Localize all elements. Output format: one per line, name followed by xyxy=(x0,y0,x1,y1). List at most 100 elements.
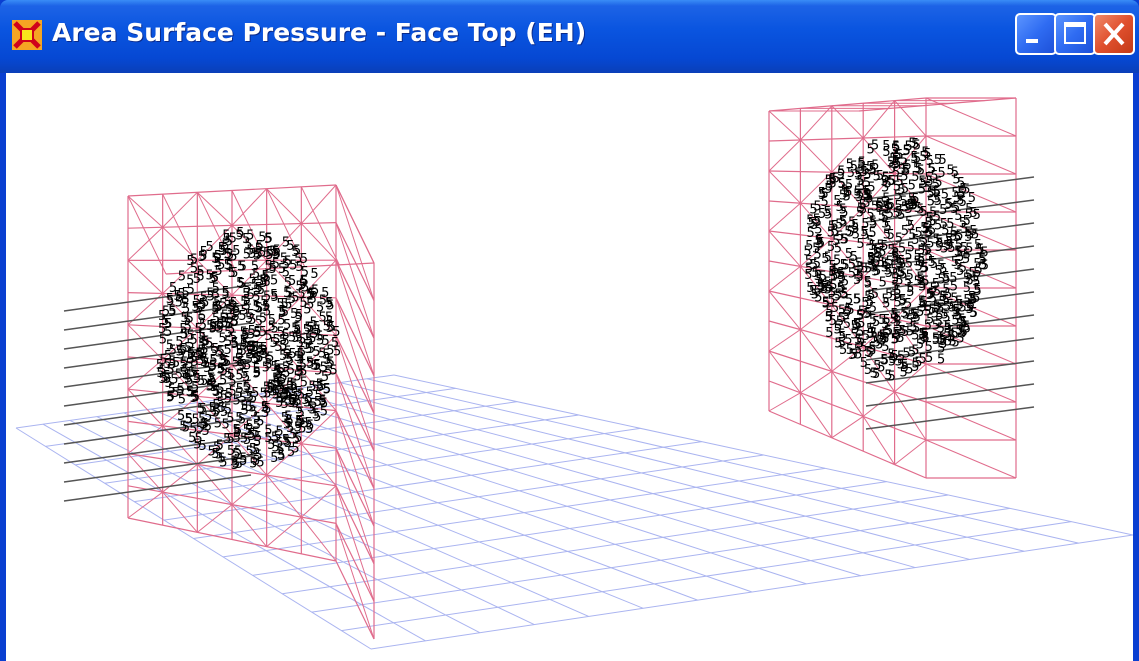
svg-text:5: 5 xyxy=(969,306,977,321)
svg-text:5: 5 xyxy=(245,312,253,327)
svg-text:5: 5 xyxy=(946,238,954,253)
svg-text:5: 5 xyxy=(860,165,868,180)
svg-text:5: 5 xyxy=(190,391,198,406)
svg-text:5: 5 xyxy=(218,332,226,347)
svg-text:5: 5 xyxy=(283,286,291,301)
svg-text:5: 5 xyxy=(304,392,312,407)
svg-text:5: 5 xyxy=(935,233,943,248)
sap-app-icon[interactable] xyxy=(12,20,42,50)
svg-text:5: 5 xyxy=(230,296,238,311)
svg-text:5: 5 xyxy=(306,419,314,434)
svg-text:5: 5 xyxy=(240,333,248,348)
svg-text:5: 5 xyxy=(182,286,190,301)
svg-text:5: 5 xyxy=(166,363,174,378)
svg-text:5: 5 xyxy=(193,272,201,287)
svg-text:5: 5 xyxy=(821,252,829,267)
svg-text:5: 5 xyxy=(887,243,895,258)
svg-text:5: 5 xyxy=(265,248,273,263)
svg-text:5: 5 xyxy=(263,289,271,304)
svg-text:5: 5 xyxy=(209,322,217,337)
svg-text:5: 5 xyxy=(235,457,243,472)
svg-text:5: 5 xyxy=(943,239,951,254)
svg-text:5: 5 xyxy=(225,303,233,318)
svg-text:5: 5 xyxy=(930,257,938,272)
svg-text:5: 5 xyxy=(208,444,216,459)
svg-text:5: 5 xyxy=(284,436,292,451)
svg-text:5: 5 xyxy=(282,328,290,343)
svg-text:5: 5 xyxy=(279,391,287,406)
svg-text:5: 5 xyxy=(898,257,906,272)
svg-text:5: 5 xyxy=(187,385,195,400)
svg-text:5: 5 xyxy=(314,363,322,378)
svg-text:5: 5 xyxy=(303,323,311,338)
title-bar[interactable]: Area Surface Pressure - Face Top (EH) xyxy=(0,0,1139,73)
svg-text:5: 5 xyxy=(934,219,942,234)
minimize-button[interactable] xyxy=(1015,13,1057,55)
svg-text:5: 5 xyxy=(235,229,243,244)
svg-text:5: 5 xyxy=(199,318,207,333)
svg-text:5: 5 xyxy=(866,322,874,337)
svg-text:5: 5 xyxy=(943,327,951,342)
svg-text:5: 5 xyxy=(278,304,286,319)
svg-text:5: 5 xyxy=(308,332,316,347)
svg-text:5: 5 xyxy=(866,234,874,249)
svg-text:5: 5 xyxy=(205,336,213,351)
svg-text:5: 5 xyxy=(824,208,832,223)
svg-text:5: 5 xyxy=(831,263,839,278)
svg-text:5: 5 xyxy=(185,412,193,427)
svg-text:5: 5 xyxy=(827,293,835,308)
svg-text:5: 5 xyxy=(209,353,217,368)
svg-text:5: 5 xyxy=(332,325,340,340)
svg-text:5: 5 xyxy=(867,252,875,267)
svg-text:5: 5 xyxy=(818,279,826,294)
svg-text:5: 5 xyxy=(827,240,835,255)
svg-text:5: 5 xyxy=(180,327,188,342)
svg-text:5: 5 xyxy=(247,308,255,323)
svg-text:5: 5 xyxy=(874,243,882,258)
svg-text:5: 5 xyxy=(238,412,246,427)
svg-text:5: 5 xyxy=(176,385,184,400)
svg-text:5: 5 xyxy=(325,311,333,326)
svg-text:5: 5 xyxy=(848,258,856,273)
svg-text:5: 5 xyxy=(183,369,191,384)
svg-text:5: 5 xyxy=(300,376,308,391)
svg-text:5: 5 xyxy=(882,145,890,160)
svg-text:5: 5 xyxy=(864,363,872,378)
svg-text:5: 5 xyxy=(277,313,285,328)
svg-text:5: 5 xyxy=(305,422,313,437)
svg-text:5: 5 xyxy=(918,277,926,292)
svg-text:5: 5 xyxy=(950,226,958,241)
svg-text:5: 5 xyxy=(806,281,814,296)
svg-text:5: 5 xyxy=(859,198,867,213)
svg-text:5: 5 xyxy=(295,279,303,294)
svg-text:5: 5 xyxy=(245,345,253,360)
svg-text:5: 5 xyxy=(227,322,235,337)
svg-text:5: 5 xyxy=(908,195,916,210)
svg-text:5: 5 xyxy=(180,355,188,370)
svg-text:5: 5 xyxy=(227,301,235,316)
svg-text:5: 5 xyxy=(878,313,886,328)
svg-text:5: 5 xyxy=(869,216,877,231)
svg-text:5: 5 xyxy=(956,331,964,346)
close-button[interactable] xyxy=(1093,13,1135,55)
svg-text:5: 5 xyxy=(814,234,822,249)
svg-text:5: 5 xyxy=(253,362,261,377)
svg-text:5: 5 xyxy=(939,290,947,305)
svg-text:5: 5 xyxy=(881,292,889,307)
svg-text:5: 5 xyxy=(898,324,906,339)
svg-text:5: 5 xyxy=(226,312,234,327)
svg-text:5: 5 xyxy=(230,266,238,281)
svg-text:5: 5 xyxy=(307,321,315,336)
svg-text:5: 5 xyxy=(921,274,929,289)
svg-text:5: 5 xyxy=(240,399,248,414)
svg-text:5: 5 xyxy=(278,373,286,388)
maximize-button[interactable] xyxy=(1054,13,1096,55)
svg-text:5: 5 xyxy=(864,345,872,360)
left-wall-mesh xyxy=(127,184,375,640)
svg-text:5: 5 xyxy=(249,442,257,457)
svg-text:5: 5 xyxy=(220,364,228,379)
svg-text:5: 5 xyxy=(923,147,931,162)
